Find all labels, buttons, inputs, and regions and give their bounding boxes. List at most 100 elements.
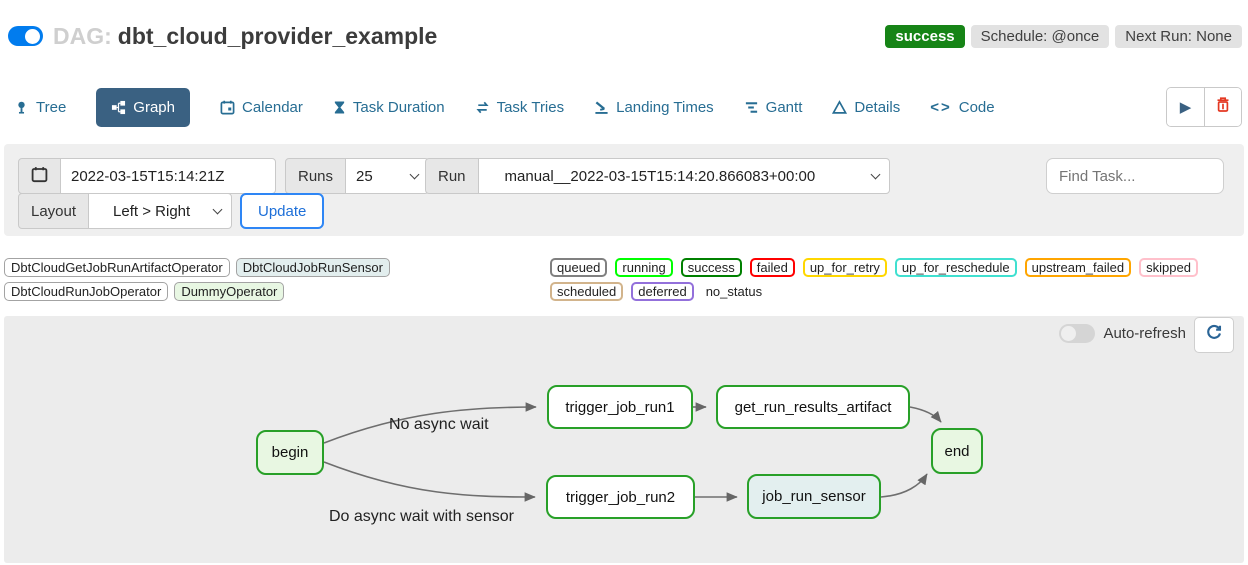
- plane-landing-icon: [594, 100, 609, 115]
- dag-node-end[interactable]: end: [931, 428, 983, 474]
- date-group: [18, 158, 276, 194]
- tab-label: Code: [958, 98, 995, 116]
- run-group: Run manual__2022-03-15T15:14:20.866083+0…: [425, 158, 890, 194]
- operator-badge[interactable]: DbtCloudRunJobOperator: [4, 282, 169, 301]
- runs-select[interactable]: 25: [345, 158, 430, 194]
- tab-task-tries[interactable]: Task Tries: [475, 98, 565, 116]
- tab-label: Tree: [36, 98, 67, 116]
- tab-label: Calendar: [242, 98, 303, 116]
- tree-icon: [14, 100, 29, 115]
- filter-panel: Runs 25 Run manual__2022-03-15T15:14:20.…: [4, 144, 1244, 236]
- tab-tree[interactable]: Tree: [14, 99, 66, 116]
- runs-group: Runs 25: [285, 158, 430, 194]
- runs-value: 25: [356, 167, 373, 185]
- calendar-icon: [31, 166, 48, 187]
- state-badge[interactable]: failed: [749, 258, 795, 277]
- chevron-down-icon: [870, 169, 880, 179]
- trigger-dag-button[interactable]: ▶: [1167, 88, 1204, 126]
- state-legend: queued running success failed up_for_retry up…: [550, 258, 1248, 301]
- gantt-icon: [744, 100, 759, 115]
- header-badges: success Schedule: @once Next Run: None: [885, 24, 1242, 48]
- dag-label: DAG:: [53, 22, 112, 49]
- edge-label-do-async: Do async wait with sensor: [329, 508, 514, 525]
- state-badge[interactable]: deferred: [631, 282, 694, 301]
- state-badge[interactable]: upstream_failed: [1024, 258, 1132, 277]
- tab-label: Task Duration: [352, 98, 445, 116]
- run-label: Run: [425, 158, 479, 194]
- dag-node-trigger_job_run1[interactable]: trigger_job_run1: [547, 385, 693, 429]
- auto-refresh-label: Auto-refresh: [1103, 325, 1186, 342]
- schedule-badge: Schedule: @once: [970, 24, 1110, 48]
- trash-icon: [1215, 96, 1231, 118]
- edge-label-no-async: No async wait: [389, 416, 489, 433]
- dag-node-get_run_results_artifact[interactable]: get_run_results_artifact: [716, 385, 910, 429]
- calendar-icon: [220, 100, 235, 115]
- tab-label: Details: [854, 98, 901, 116]
- chevron-down-icon: [409, 169, 420, 179]
- state-badge[interactable]: skipped: [1139, 258, 1198, 277]
- dag-node-begin[interactable]: begin: [256, 430, 324, 475]
- state-badge[interactable]: queued: [550, 258, 608, 277]
- play-icon: ▶: [1179, 99, 1192, 116]
- run-value: manual__2022-03-15T15:14:20.866083+00:00: [504, 167, 816, 185]
- state-badge[interactable]: up_for_reschedule: [894, 258, 1017, 277]
- find-task-input[interactable]: [1059, 167, 1211, 185]
- dag-nodes-layer: begin trigger_job_run1 get_run_results_art…: [4, 316, 1244, 563]
- dag-actions-group: ▶: [1166, 87, 1242, 127]
- operator-badge[interactable]: DbtCloudGetJobRunArtifactOperator: [4, 258, 230, 277]
- graph-icon: [111, 100, 126, 115]
- tab-label: Task Tries: [496, 98, 565, 116]
- tab-graph[interactable]: Graph: [96, 87, 190, 127]
- dag-pause-toggle[interactable]: [8, 26, 43, 46]
- refresh-button[interactable]: [1194, 317, 1234, 353]
- graph-panel: Auto-refresh begin trigger_job_run1 get_ru…: [4, 316, 1244, 563]
- toggle-knob: [1061, 326, 1077, 341]
- auto-refresh-control: Auto-refresh: [1059, 324, 1186, 343]
- view-tabbar: Tree Graph Calendar Task Duration Task T…: [14, 84, 1242, 130]
- tab-landing-times[interactable]: Landing Times: [594, 99, 714, 116]
- run-select[interactable]: manual__2022-03-15T15:14:20.866083+00:00: [477, 158, 890, 194]
- edge-begin-trigger2: [323, 461, 536, 502]
- edge-artifact-end: [909, 406, 942, 423]
- tab-gantt[interactable]: Gantt: [744, 98, 803, 116]
- layout-label: Layout: [18, 193, 90, 229]
- execution-date-field: [60, 158, 276, 194]
- dag-node-job_run_sensor[interactable]: job_run_sensor: [747, 474, 881, 519]
- tab-details[interactable]: Details: [832, 99, 900, 116]
- layout-select[interactable]: Left > Right: [88, 193, 233, 229]
- find-task-box: [1046, 158, 1224, 194]
- operator-badge[interactable]: DummyOperator: [174, 282, 285, 301]
- toggle-knob: [25, 28, 40, 44]
- state-badge[interactable]: up_for_retry: [802, 258, 887, 277]
- calendar-addon[interactable]: [18, 158, 61, 194]
- execution-date-input[interactable]: [71, 167, 265, 185]
- tab-label: Gantt: [765, 98, 803, 116]
- delete-dag-button[interactable]: [1204, 88, 1241, 126]
- details-icon: [832, 99, 848, 115]
- dag-header: DAG:dbt_cloud_provider_example success S…: [8, 14, 1242, 58]
- tab-task-duration[interactable]: Task Duration: [333, 99, 445, 116]
- code-icon: <>: [930, 98, 952, 116]
- repeat-icon: [475, 100, 490, 115]
- layout-value: Left > Right: [113, 202, 191, 220]
- chevron-down-icon: [212, 204, 223, 214]
- state-badge[interactable]: running: [615, 258, 673, 277]
- layout-group: Layout Left > Right: [18, 193, 233, 229]
- tab-label: Graph: [133, 98, 175, 116]
- tab-label: Landing Times: [616, 98, 714, 116]
- state-badge[interactable]: success: [680, 258, 742, 277]
- tab-code[interactable]: <> Code: [930, 99, 994, 116]
- state-badge[interactable]: scheduled: [550, 282, 624, 301]
- dag-name: dbt_cloud_provider_example: [117, 22, 438, 49]
- runs-label: Runs: [285, 158, 347, 194]
- dag-node-trigger_job_run2[interactable]: trigger_job_run2: [546, 475, 695, 519]
- operator-badge[interactable]: DbtCloudJobRunSensor: [235, 258, 390, 277]
- status-badge[interactable]: success: [885, 24, 965, 48]
- tab-calendar[interactable]: Calendar: [220, 99, 303, 116]
- auto-refresh-toggle[interactable]: [1059, 324, 1096, 343]
- next-run-badge: Next Run: None: [1115, 24, 1242, 48]
- update-button[interactable]: Update: [240, 193, 325, 229]
